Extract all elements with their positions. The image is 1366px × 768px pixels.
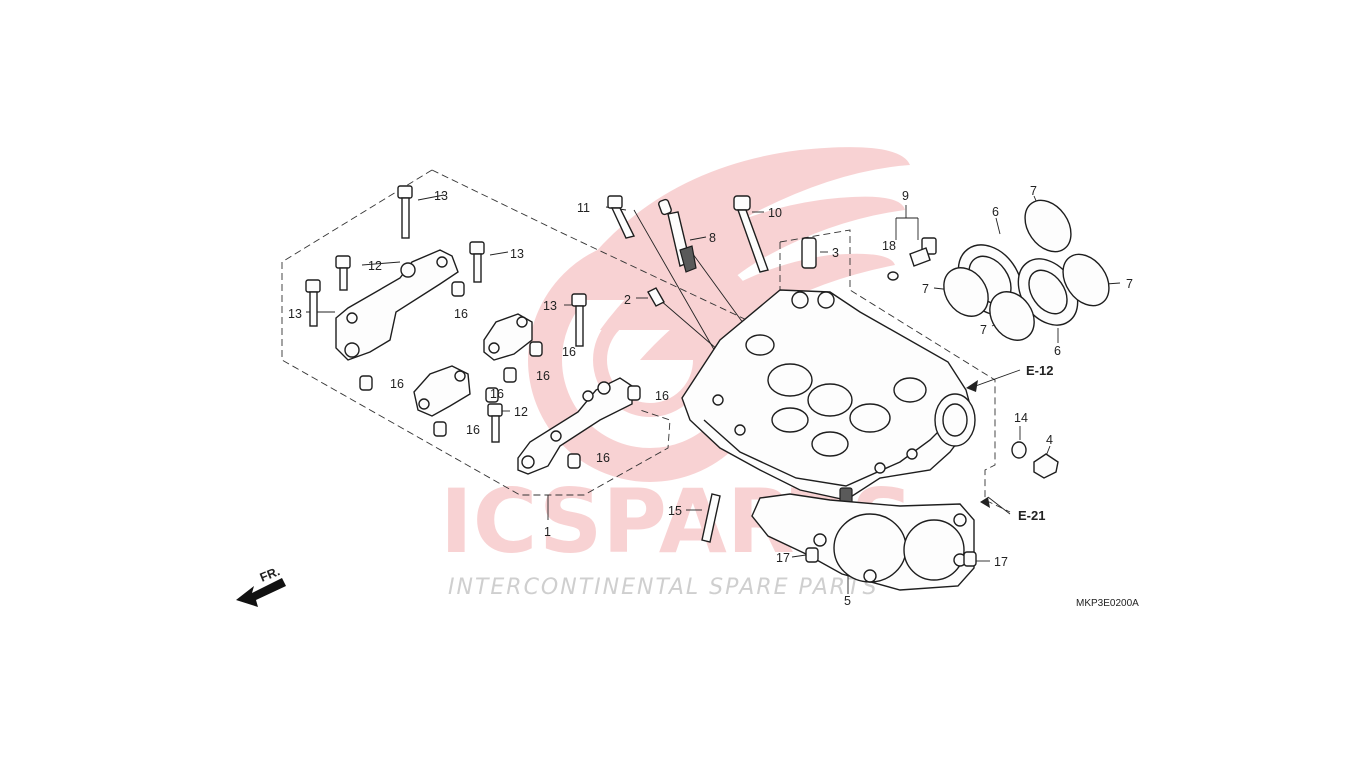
callout-16-c: 16: [390, 377, 404, 391]
callout-17-left: 17: [776, 551, 790, 565]
callout-6-lower: 6: [1054, 344, 1061, 358]
callout-7-right: 7: [1126, 277, 1133, 291]
watermark: ICSPARTS INTERCONTINENTAL SPARE PARTS: [440, 147, 914, 600]
front-indicator-label: FR.: [258, 564, 282, 585]
callout-9: 9: [902, 189, 909, 203]
dowel-2: [647, 287, 665, 307]
callout-7-left: 7: [922, 282, 929, 296]
callout-16-g: 16: [466, 423, 480, 437]
camshaft-holder-mid-left: [413, 365, 471, 417]
cylinder-head: [681, 289, 976, 507]
callout-11: 11: [577, 201, 590, 215]
reference-arrows: [966, 380, 990, 508]
insulator-clamps: [943, 199, 1110, 341]
callout-2: 2: [624, 293, 631, 307]
reference-e21: E-21: [1018, 508, 1045, 523]
callout-16-f: 16: [490, 387, 504, 401]
callout-13-mid: 13: [510, 247, 524, 261]
callout-15: 15: [668, 504, 682, 518]
bolt-10: [733, 195, 769, 273]
callout-16-e: 16: [655, 389, 669, 403]
callout-12-upper: 12: [368, 259, 382, 273]
callout-8: 8: [709, 231, 716, 245]
watermark-tagline: INTERCONTINENTAL SPARE PARTS: [448, 575, 878, 600]
temperature-sensor: [909, 237, 937, 267]
head-gasket: [751, 493, 975, 591]
camshaft-holder-upper: [335, 249, 459, 361]
callout-16-a: 16: [454, 307, 468, 321]
holder-group-link: [431, 169, 769, 331]
front-direction-arrow-icon: [236, 578, 286, 607]
plug-bolt-4: [1033, 453, 1059, 479]
holder-bolts: [305, 185, 587, 443]
holder-group-outline: [281, 169, 671, 496]
callout-7-top: 7: [1030, 184, 1037, 198]
callout-12-lower: 12: [514, 405, 528, 419]
callout-10: 10: [768, 206, 782, 220]
camshaft-holder-mid-right: [483, 313, 533, 361]
callout-14: 14: [1014, 411, 1028, 425]
callout-1: 1: [544, 525, 551, 539]
washer-18: [887, 271, 899, 281]
callout-13-left: 13: [288, 307, 302, 321]
callout-13-top: 13: [434, 189, 448, 203]
dowel-17-left: [805, 547, 819, 563]
spark-plug: [658, 198, 697, 273]
callout-labels: 1 2 3 4 5 6 6 7 7 7 7 8 9 10 11 12 12 13…: [288, 184, 1133, 608]
callout-18: 18: [882, 239, 896, 253]
callout-5: 5: [844, 594, 851, 608]
watermark-emblem: [528, 147, 910, 482]
callout-17-right: 17: [994, 555, 1008, 569]
dowel-17-right: [963, 551, 977, 567]
bolt-11: [607, 195, 636, 239]
reference-e12: E-12: [1026, 363, 1053, 378]
camshaft-holder-lower: [517, 377, 633, 475]
sleeve-3: [801, 237, 817, 269]
callout-6-upper: 6: [992, 205, 999, 219]
dowel-pins: [359, 281, 641, 469]
callout-4: 4: [1046, 433, 1053, 447]
callout-13-right: 13: [543, 299, 557, 313]
callout-7-bottom: 7: [980, 323, 987, 337]
callout-16-h: 16: [596, 451, 610, 465]
callout-16-d: 16: [536, 369, 550, 383]
diagram-code: MKP3E0200A: [1076, 598, 1139, 609]
callout-3: 3: [832, 246, 839, 260]
callout-16-b: 16: [562, 345, 576, 359]
washer-14: [1011, 441, 1027, 459]
stud-15: [701, 493, 721, 543]
